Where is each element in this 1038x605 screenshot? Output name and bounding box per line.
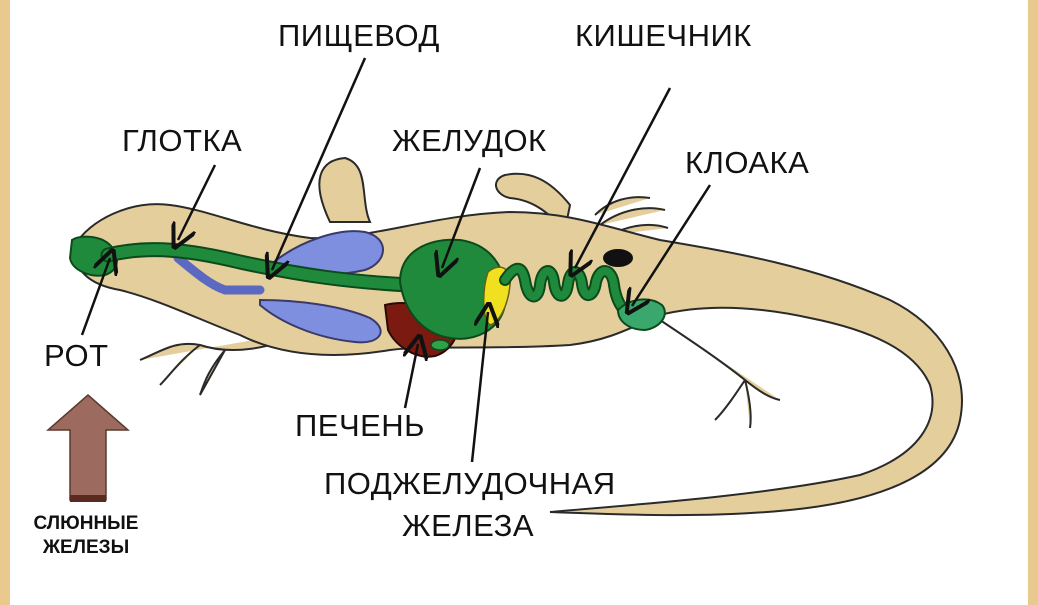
label-liver: ПЕЧЕНЬ — [295, 410, 425, 441]
label-cloaca: КЛОАКА — [685, 147, 809, 178]
kidney-dark — [603, 249, 633, 267]
label-pancreas-line1: ПОДЖЕЛУДОЧНАЯ — [324, 468, 616, 499]
label-salivary-line2: ЖЕЛЕЗЫ — [16, 536, 156, 560]
label-salivary-glands: СЛЮННЫЕ ЖЕЛЕЗЫ — [16, 512, 156, 560]
label-stomach: ЖЕЛУДОК — [392, 125, 547, 156]
gallbladder — [431, 340, 449, 350]
label-mouth: РОТ — [44, 340, 109, 371]
label-pancreas-line2: ЖЕЛЕЗА — [402, 510, 534, 541]
lizard-body — [75, 158, 962, 515]
label-intestine: КИШЕЧНИК — [575, 20, 752, 51]
diagram-canvas: ПИЩЕВОД КИШЕЧНИК ГЛОТКА ЖЕЛУДОК КЛОАКА Р… — [10, 0, 1028, 605]
label-pharynx: ГЛОТКА — [122, 125, 242, 156]
front-leg-upper — [319, 158, 370, 222]
label-esophagus: ПИЩЕВОД — [278, 20, 440, 51]
back-leg-lower — [660, 320, 780, 428]
salivary-arrow — [48, 395, 128, 502]
label-salivary-line1: СЛЮННЫЕ — [16, 512, 156, 536]
